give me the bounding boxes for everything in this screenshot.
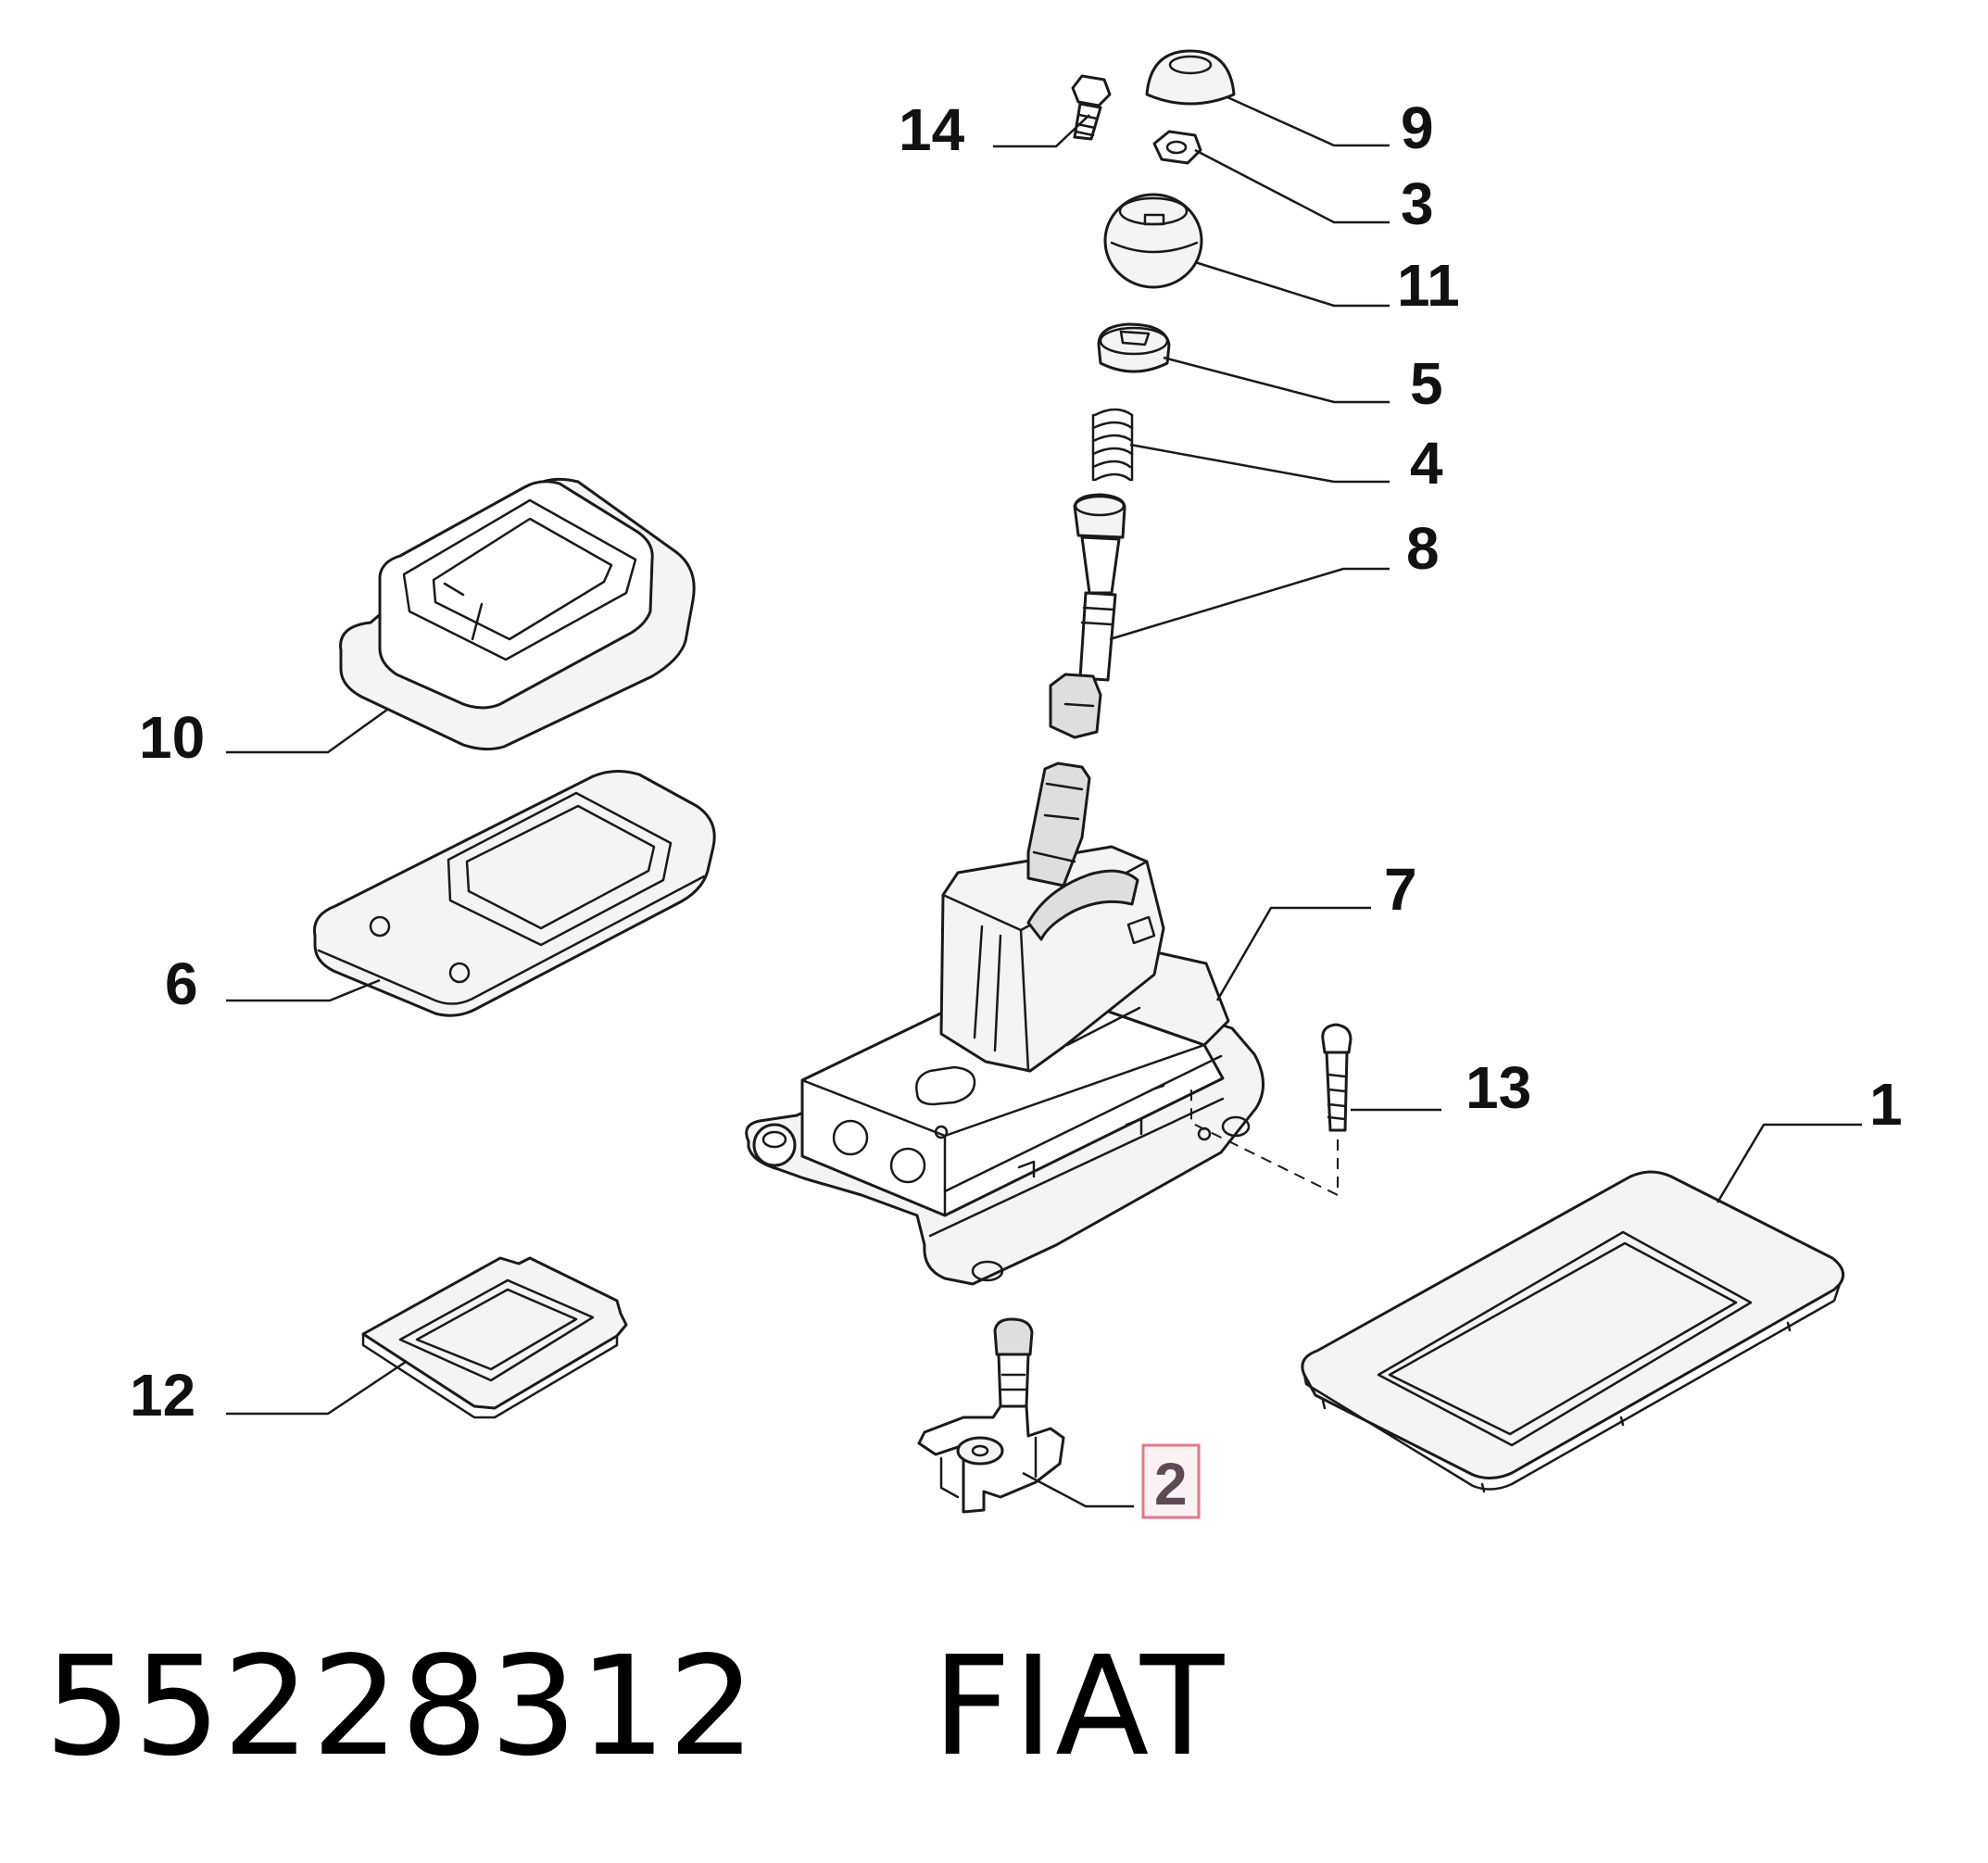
brand-name: FIAT: [932, 1627, 1227, 1786]
part-12-gasket: [361, 1256, 628, 1419]
callout-5: 5: [1410, 350, 1443, 417]
part-13-bolt: [1321, 1023, 1353, 1132]
part-10-boot: [339, 477, 696, 751]
part-5-insert: [1097, 322, 1171, 373]
part-1-frame: [1301, 1170, 1845, 1493]
part-6-plate: [312, 770, 716, 1017]
part-3-nut: [1152, 130, 1202, 165]
callout-8: 8: [1406, 515, 1440, 582]
leader-lines: [226, 95, 1862, 1508]
callout-9: 9: [1401, 94, 1434, 161]
callout-7: 7: [1384, 856, 1417, 923]
callout-10: 10: [139, 704, 205, 771]
bolt-13-alignment-line: [1190, 1089, 1339, 1197]
callout-3: 3: [1401, 170, 1434, 237]
callout-12: 12: [130, 1362, 195, 1429]
callout-13: 13: [1466, 1054, 1531, 1121]
part-caption: 55228312 FIAT: [44, 1638, 1226, 1775]
exploded-parts-diagram: 9 3 11 5 4 8 14 7 13 1 10 6 12 2: [130, 49, 1903, 1519]
callout-6: 6: [165, 950, 198, 1017]
callout-14: 14: [899, 96, 965, 163]
part-7-shifter-housing: [745, 762, 1265, 1286]
callout-11: 11: [1397, 252, 1460, 319]
part-9-cap: [1145, 49, 1236, 106]
callout-2-highlight: 2: [1141, 1443, 1201, 1519]
callout-1: 1: [1869, 1071, 1903, 1138]
callout-2: 2: [1154, 1451, 1188, 1517]
part-number: 55228312: [44, 1627, 758, 1786]
part-2-sensor-bracket: [917, 1317, 1065, 1514]
part-14-screw: [1071, 74, 1112, 141]
callout-4: 4: [1410, 430, 1443, 497]
part-11-knob: [1103, 193, 1203, 289]
part-8-lever: [1049, 493, 1126, 739]
part-4-spring: [1091, 408, 1134, 482]
